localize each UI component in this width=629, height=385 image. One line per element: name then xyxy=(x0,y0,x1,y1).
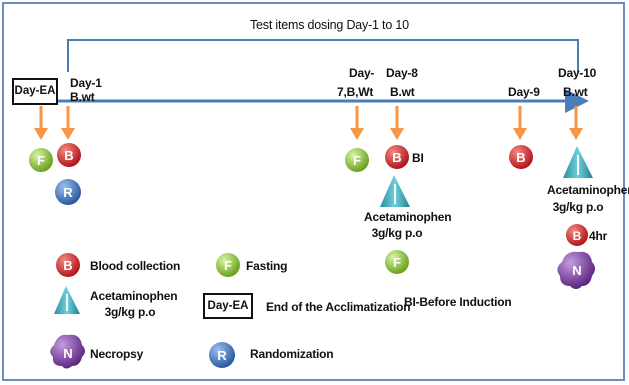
legend-blood-symbol: B xyxy=(56,253,80,277)
day7-label: Day- xyxy=(349,66,375,80)
svg-text:N: N xyxy=(572,263,581,278)
acetaminophen-day10-line2: 3g/kg p.o xyxy=(552,200,604,214)
necropsy-symbol-day10: N xyxy=(557,251,595,289)
day8-label: Day-8 xyxy=(386,66,418,80)
acetaminophen-symbol-day10 xyxy=(563,146,593,178)
day9-label: Day-9 xyxy=(508,85,540,99)
legend-fasting-label: Fasting xyxy=(246,259,288,273)
arrow-day7 xyxy=(350,106,364,140)
day10-bwt-label: B.wt xyxy=(563,85,588,99)
legend-acetaminophen-line1: Acetaminophen xyxy=(90,289,178,303)
day-ea-box: Day-EA xyxy=(12,78,58,105)
legend-end-acclimatization-label: End of the Acclimatization xyxy=(266,300,411,314)
svg-text:R: R xyxy=(217,348,227,363)
legend-day-ea-box: Day-EA xyxy=(203,293,253,319)
arrow-day9 xyxy=(513,106,527,140)
legend-randomization-label: Randomization xyxy=(250,347,334,361)
fasting-symbol-day7: F xyxy=(345,148,369,172)
svg-text:B: B xyxy=(63,258,72,273)
fasting-symbol-day8: F xyxy=(385,250,409,274)
blood-symbol-day10: B xyxy=(566,224,588,246)
diagram-frame xyxy=(2,2,625,381)
svg-text:F: F xyxy=(353,153,361,168)
svg-text:N: N xyxy=(63,346,72,361)
legend-acetaminophen-symbol xyxy=(54,286,80,314)
day8-bwt-label: B.wt xyxy=(390,85,415,99)
blood-symbol-day9: B xyxy=(509,145,533,169)
blood-symbol-day1: B xyxy=(57,143,81,167)
svg-text:B: B xyxy=(392,150,401,165)
arrow-day10 xyxy=(569,106,583,140)
acetaminophen-day10-line1: Acetaminophen xyxy=(547,183,629,197)
arrow-day-ea xyxy=(34,106,48,140)
acetaminophen-day8-line1: Acetaminophen xyxy=(364,210,452,224)
legend-randomization-symbol: R xyxy=(209,342,235,368)
svg-text:B: B xyxy=(573,229,582,243)
legend-blood-collection-label: Blood collection xyxy=(90,259,181,273)
legend-acetaminophen-line2: 3g/kg p.o xyxy=(104,305,156,319)
legend-bi-before-induction-label: BI-Before Induction xyxy=(404,295,512,309)
diagram-title: Test items dosing Day-1 to 10 xyxy=(250,18,409,32)
arrow-day1 xyxy=(61,106,75,140)
svg-text:F: F xyxy=(393,255,401,270)
randomization-symbol-day1: R xyxy=(55,179,81,205)
bi-label: BI xyxy=(412,151,424,165)
dosing-bracket xyxy=(67,39,579,72)
acetaminophen-day8-line2: 3g/kg p.o xyxy=(371,226,423,240)
legend-necropsy-label: Necropsy xyxy=(90,347,144,361)
svg-text:B: B xyxy=(64,148,73,163)
legend-necropsy-symbol: N xyxy=(50,334,85,369)
blood-symbol-day8: B xyxy=(385,145,409,169)
fasting-symbol-day-ea: F xyxy=(29,148,53,172)
day7-bwt-label: 7,B,Wt xyxy=(337,85,374,99)
day1-bwt-label: B.wt xyxy=(70,90,95,104)
svg-text:F: F xyxy=(224,258,232,273)
svg-text:R: R xyxy=(63,185,73,200)
svg-text:B: B xyxy=(516,150,525,165)
event-arrows xyxy=(34,106,583,140)
legend-fasting-symbol: F xyxy=(216,253,240,277)
day10-label: Day-10 xyxy=(558,66,597,80)
arrow-day8 xyxy=(390,106,404,140)
svg-text:F: F xyxy=(37,153,45,168)
day1-label: Day-1 xyxy=(70,76,102,90)
b-4hr-label: 4hr xyxy=(589,229,608,243)
acetaminophen-symbol-day8 xyxy=(380,175,410,207)
